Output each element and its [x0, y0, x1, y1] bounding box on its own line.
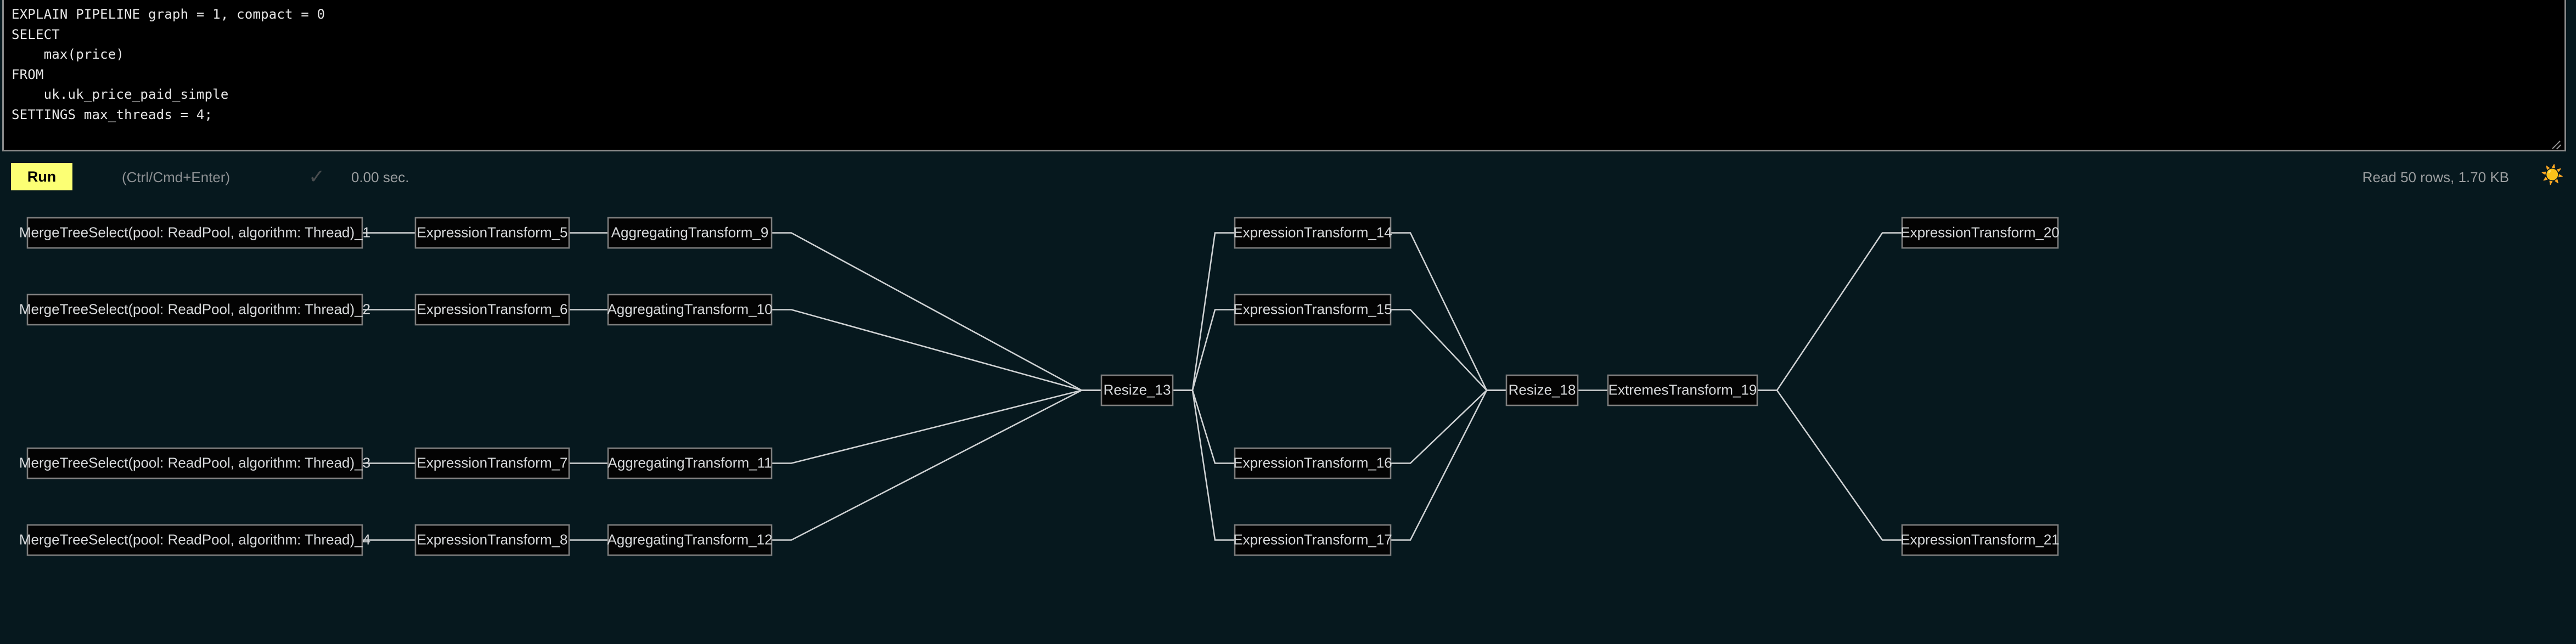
graph-node[interactable]: ExpressionTransform_14 — [1233, 217, 1392, 249]
graph-edge — [1757, 232, 1902, 391]
sun-icon[interactable]: ☀️ — [2540, 165, 2564, 185]
graph-edge — [772, 389, 1101, 464]
pipeline-graph-canvas: MergeTreeSelect(pool: ReadPool, algorith… — [19, 217, 2060, 556]
pipeline-graph: MergeTreeSelect(pool: ReadPool, algorith… — [0, 195, 2576, 644]
graph-edge — [772, 309, 1101, 391]
graph-edge — [1391, 309, 1506, 391]
graph-node-box — [26, 217, 363, 249]
graph-edge — [772, 389, 1101, 541]
graph-node-box — [1234, 524, 1392, 556]
graph-node-box — [607, 524, 773, 556]
graph-node[interactable]: ExtremesTransform_19 — [1607, 374, 1758, 406]
graph-node[interactable]: AggregatingTransform_9 — [607, 217, 773, 249]
graph-node-box — [1505, 374, 1579, 406]
graph-node[interactable]: MergeTreeSelect(pool: ReadPool, algorith… — [19, 293, 370, 326]
sql-editor-panel — [0, 0, 2566, 152]
graph-node-box — [26, 524, 363, 556]
success-check-icon: ✓ — [308, 165, 325, 188]
graph-edge — [1391, 389, 1506, 541]
graph-node[interactable]: ExpressionTransform_20 — [1900, 217, 2060, 249]
graph-edge — [772, 232, 1101, 391]
graph-node-box — [414, 447, 570, 479]
graph-edge — [1391, 232, 1506, 391]
graph-node-box — [26, 293, 363, 326]
graph-node-box — [414, 217, 570, 249]
graph-node-box — [1234, 447, 1392, 479]
graph-node-box — [26, 447, 363, 479]
graph-node-box — [607, 293, 773, 326]
graph-node[interactable]: ExpressionTransform_16 — [1233, 447, 1392, 479]
graph-node-box — [1234, 293, 1392, 326]
graph-edge — [1173, 389, 1235, 541]
graph-node[interactable]: ExpressionTransform_7 — [414, 447, 570, 479]
graph-edge — [1173, 232, 1235, 391]
query-toolbar: Run (Ctrl/Cmd+Enter) ✓ 0.00 sec. Read 50… — [0, 158, 2576, 195]
graph-node[interactable]: Resize_13 — [1100, 374, 1174, 406]
graph-node[interactable]: ExpressionTransform_15 — [1233, 293, 1392, 326]
graph-node[interactable]: AggregatingTransform_10 — [607, 293, 773, 326]
graph-node[interactable]: ExpressionTransform_6 — [414, 293, 570, 326]
graph-node[interactable]: Resize_18 — [1505, 374, 1579, 406]
graph-edge — [1173, 389, 1235, 464]
graph-node[interactable]: ExpressionTransform_17 — [1233, 524, 1392, 556]
sql-query-input[interactable] — [2, 0, 2566, 151]
run-button[interactable]: Run — [11, 163, 72, 190]
graph-node-box — [1901, 524, 2059, 556]
node-layer: MergeTreeSelect(pool: ReadPool, algorith… — [19, 217, 2060, 556]
graph-edge — [1173, 309, 1235, 391]
graph-node[interactable]: ExpressionTransform_21 — [1900, 524, 2060, 556]
graph-node-box — [1100, 374, 1174, 406]
graph-node-box — [1234, 217, 1392, 249]
graph-node[interactable]: AggregatingTransform_12 — [607, 524, 773, 556]
graph-node-box — [607, 447, 773, 479]
elapsed-time: 0.00 sec. — [351, 169, 409, 185]
graph-node[interactable]: ExpressionTransform_8 — [414, 524, 570, 556]
graph-edge — [1757, 389, 1902, 541]
graph-node[interactable]: MergeTreeSelect(pool: ReadPool, algorith… — [19, 447, 370, 479]
read-stats: Read 50 rows, 1.70 KB — [2362, 169, 2509, 185]
shortcut-hint: (Ctrl/Cmd+Enter) — [122, 169, 230, 185]
graph-edge — [1391, 389, 1506, 464]
graph-node-box — [414, 293, 570, 326]
edge-layer — [362, 232, 1902, 541]
graph-node[interactable]: AggregatingTransform_11 — [607, 447, 773, 479]
graph-node-box — [414, 524, 570, 556]
graph-node[interactable]: MergeTreeSelect(pool: ReadPool, algorith… — [19, 217, 370, 249]
graph-node[interactable]: ExpressionTransform_5 — [414, 217, 570, 249]
graph-node[interactable]: MergeTreeSelect(pool: ReadPool, algorith… — [19, 524, 370, 556]
graph-node-box — [1901, 217, 2059, 249]
graph-node-box — [607, 217, 773, 249]
graph-node-box — [1607, 374, 1758, 406]
